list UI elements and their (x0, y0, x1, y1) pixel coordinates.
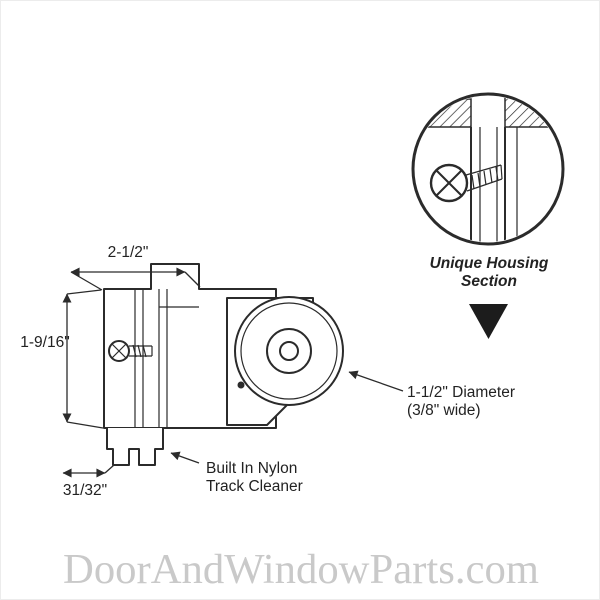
housing-channel-lines (134, 289, 199, 428)
track-cleaner-label-1: Built In Nylon (206, 460, 297, 477)
housing-section-inset: Unique Housing Section (411, 92, 565, 339)
dimension-height: 1-9/16" (20, 289, 104, 429)
inset-circle-border (411, 92, 565, 246)
adjustment-screw-icon (108, 340, 153, 362)
roller-width-label: (3/8" wide) (407, 402, 481, 419)
track-cleaner-feet (106, 428, 164, 466)
main-part-drawing (103, 263, 344, 466)
callout-track-cleaner: Built In Nylon Track Cleaner (170, 451, 303, 495)
callout-roller-diameter: 1-1/2" Diameter (3/8" wide) (348, 370, 515, 419)
inset-label-1: Unique Housing (430, 255, 549, 272)
inset-label-2: Section (461, 273, 517, 290)
watermark: DoorAndWindowParts.com (63, 547, 539, 593)
dimension-bottom: 31/32" (62, 464, 115, 499)
dim-width-label: 2-1/2" (108, 244, 149, 261)
pointer-triangle-icon (469, 304, 508, 339)
track-cleaner-label-2: Track Cleaner (206, 478, 303, 495)
inset-hatch-left (418, 98, 472, 128)
inset-screw-icon (429, 163, 503, 203)
dimension-width: 2-1/2" (70, 244, 201, 291)
bracket-rivet (237, 381, 245, 389)
roller-diameter-label: 1-1/2" Diameter (407, 384, 515, 401)
roller-wheel (234, 296, 344, 406)
dim-bottom-label: 31/32" (63, 482, 107, 499)
dim-height-label: 1-9/16" (20, 334, 69, 351)
